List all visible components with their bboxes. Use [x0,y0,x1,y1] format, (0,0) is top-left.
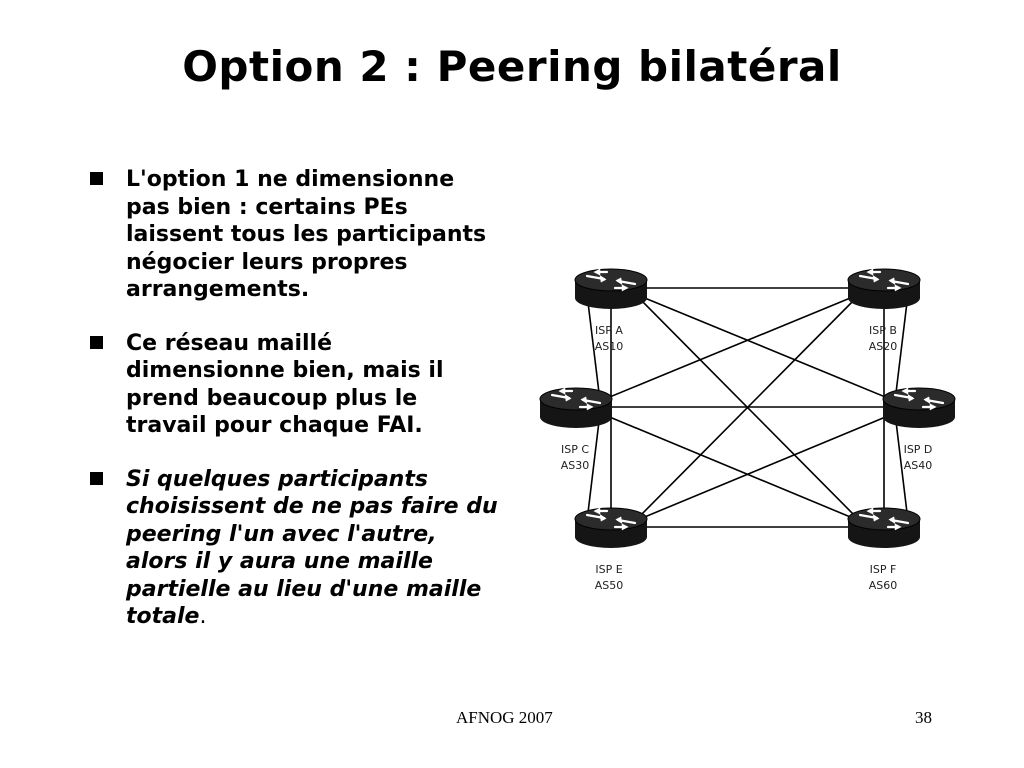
as-number-label: AS60 [869,579,898,592]
peering-link [586,293,601,402]
bullet-text: L'option 1 ne dimensionne pas bien : cer… [126,167,487,302]
as-number-label: AS30 [561,459,590,472]
isp-name-label: ISP F [870,563,897,576]
isp-name-label: ISP E [595,563,622,576]
bullet-text: Si quelques participants choisissent de … [126,466,498,630]
router-icon [882,387,956,428]
as-number-label: AS20 [869,340,898,353]
as-number-label: AS40 [904,459,933,472]
router-icon [574,268,648,309]
peering-link [599,412,861,522]
bullet-item: Ce réseau maillé dimensionne bien, mais … [88,330,498,440]
footer-event: AFNOG 2007 [456,708,553,727]
isp-name-label: ISP A [595,324,623,337]
slide-number: 38 [915,708,932,727]
as-number-label: AS50 [595,579,624,592]
isp-name-label: ISP D [904,443,933,456]
bullet-item: Si quelques participants choisissent de … [88,466,498,631]
router-icon [574,507,648,548]
peering-link [634,412,896,522]
peering-link [599,293,861,402]
as-number-label: AS10 [595,340,624,353]
bullet-list: L'option 1 ne dimensionne pas bien : cer… [88,166,498,657]
bullet-text: Ce réseau maillé dimensionne bien, mais … [126,330,444,439]
peering-link [586,412,601,522]
isp-name-label: ISP B [869,324,897,337]
peering-link [894,293,909,402]
bullet-item: L'option 1 ne dimensionne pas bien : cer… [88,166,498,304]
square-bullet-icon [90,335,103,349]
router-icon [539,387,613,428]
peering-link [894,412,909,522]
slide-title: Option 2 : Peering bilatéral [182,42,842,91]
bullet-period: . [199,604,207,629]
peering-link [634,293,896,402]
router-icon [847,507,921,548]
router-icon [847,268,921,309]
square-bullet-icon [90,172,103,185]
isp-name-label: ISP C [561,443,589,456]
square-bullet-icon [90,471,103,485]
